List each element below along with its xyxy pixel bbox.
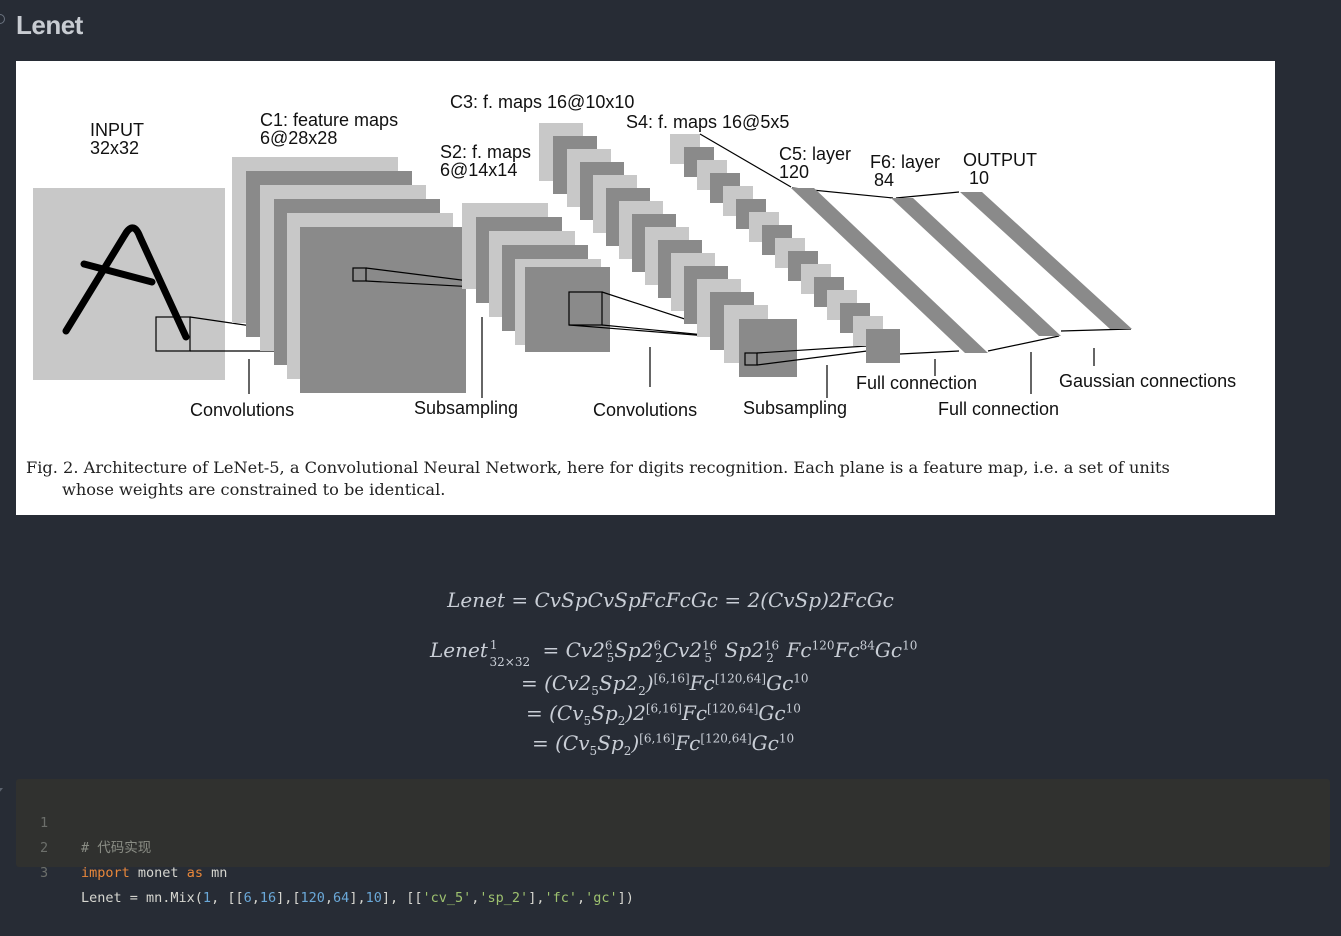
line-number: 1	[40, 815, 49, 831]
label-subsampling-1: Subsampling	[414, 398, 518, 418]
lenet-diagram: INPUT 32x32 C1: feature maps 6@28x28 S2:…	[33, 92, 1236, 420]
code-keyword-import: import	[81, 865, 130, 881]
label-c5: C5: layer	[779, 144, 851, 164]
label-s2: S2: f. maps	[440, 142, 531, 162]
code-line: 1 # 代码实现	[16, 786, 151, 856]
s4-feature-maps	[670, 134, 900, 363]
equation-lenet-short: Lenet = CvSpCvSpFcFcGc = 2(CvSp)2FcGc	[447, 588, 894, 612]
heading-collapse-marker[interactable]	[0, 14, 5, 24]
svg-text:32x32: 32x32	[90, 138, 139, 158]
code-mix-call: Lenet = mn.Mix(1, [[6,16],[120,64],10], …	[81, 890, 634, 906]
code-line: 2 import monet as mn	[16, 811, 227, 881]
label-convolutions-1: Convolutions	[190, 400, 294, 420]
f6-layer-bar	[891, 198, 1061, 336]
equation-line-3: = (Cv5Sp2)2[6,16]Fc[120,64]Gc10	[526, 701, 801, 728]
svg-text:10: 10	[969, 168, 989, 188]
input-receptive-field	[155, 316, 191, 352]
input-plane	[33, 188, 225, 380]
lenet-architecture-figure: INPUT 32x32 C1: feature maps 6@28x28 S2:…	[16, 61, 1275, 515]
code-comment: # 代码实现	[81, 840, 152, 856]
svg-text:6@14x14: 6@14x14	[440, 160, 517, 180]
label-convolutions-2: Convolutions	[593, 400, 697, 420]
code-keyword-as: as	[186, 865, 203, 881]
caption-line-1: Fig. 2. Architecture of LeNet-5, a Convo…	[26, 458, 1170, 477]
label-c3: C3: f. maps 16@10x10	[450, 92, 634, 112]
output-layer-bar	[960, 192, 1132, 329]
c1-feature-maps	[232, 157, 466, 393]
line-number: 2	[40, 840, 49, 856]
code-collapse-marker[interactable]	[0, 788, 3, 793]
equation-line-4: = (Cv5Sp2)[6,16]Fc[120,64]Gc10	[532, 731, 795, 758]
s2-feature-maps	[462, 203, 610, 352]
label-subsampling-2: Subsampling	[743, 398, 847, 418]
label-s4: S4: f. maps 16@5x5	[626, 112, 789, 132]
code-block[interactable]: 1 # 代码实现 2 import monet as mn 3 Lenet = …	[16, 779, 1330, 906]
label-c1: C1: feature maps	[260, 110, 398, 130]
label-output: OUTPUT	[963, 150, 1037, 170]
label-gaussian-connections: Gaussian connections	[1059, 371, 1236, 391]
equation-line-2: = (Cv25Sp22)[6,16]Fc[120,64]Gc10	[521, 671, 809, 698]
c5-layer-bar	[791, 188, 988, 353]
c3-feature-maps	[539, 123, 797, 377]
label-f6: F6: layer	[870, 152, 940, 172]
page-title: Lenet	[16, 10, 83, 40]
svg-text:6@28x28: 6@28x28	[260, 128, 337, 148]
caption-line-2: whose weights are constrained to be iden…	[62, 480, 446, 499]
svg-text:120: 120	[779, 162, 809, 182]
label-full-connection-2: Full connection	[938, 399, 1059, 419]
code-line: 3 Lenet = mn.Mix(1, [[6,16],[120,64],10]…	[16, 836, 634, 906]
svg-text:84: 84	[874, 170, 894, 190]
figure-caption: Fig. 2. Architecture of LeNet-5, a Convo…	[26, 457, 1268, 501]
input-letter-a	[62, 224, 190, 341]
label-input: INPUT	[90, 120, 144, 140]
label-full-connection-1: Full connection	[856, 373, 977, 393]
line-number: 3	[40, 865, 49, 881]
